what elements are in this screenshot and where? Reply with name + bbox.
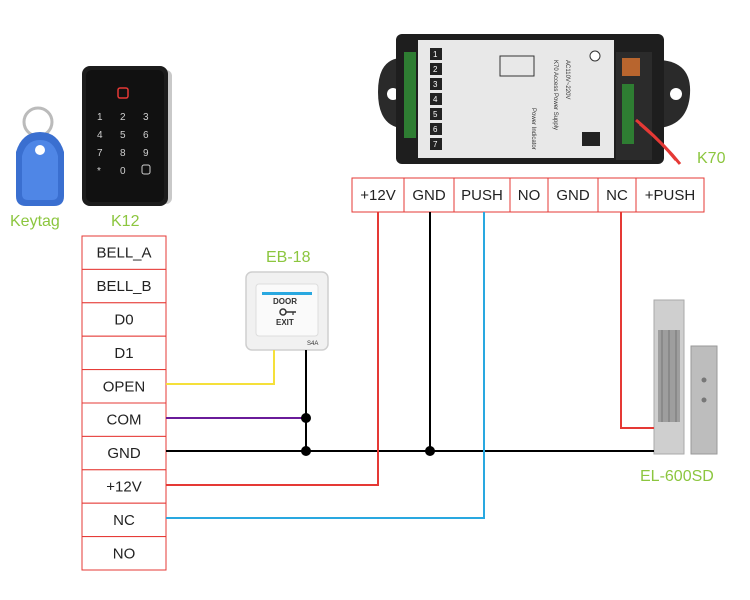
k12-terminal-cell	[81, 536, 167, 571]
k12-terminal-cell	[81, 402, 167, 437]
wire-open-yellow	[166, 350, 275, 385]
svg-text:8: 8	[120, 148, 126, 159]
wires	[166, 212, 654, 519]
svg-text:5: 5	[120, 130, 126, 141]
keytag-icon	[16, 106, 64, 206]
wire-nc-blue	[166, 212, 485, 519]
junction-dot-gnd-left	[301, 446, 311, 456]
svg-text:4: 4	[97, 130, 103, 141]
k12-terminal-cell	[81, 268, 167, 304]
k12-keypad-device: 1 2 3 4 5 6 7 8 9 * 0	[82, 66, 172, 206]
exit-button-device: DOOR EXIT S4A	[245, 271, 329, 351]
k12-terminal-label: NC	[113, 512, 135, 529]
k70-terminal-label: GND	[556, 187, 590, 204]
eb18-label: EB-18	[266, 249, 311, 266]
k12-terminal-cell	[81, 302, 167, 337]
k12-terminal-cell	[81, 235, 167, 270]
k70-terminal-label: GND	[412, 187, 446, 204]
k70-terminal-cell	[635, 177, 705, 213]
k70-terminal-cell	[509, 177, 549, 213]
k70-device-voltage: AC110V~220V	[564, 60, 570, 99]
k12-terminal-label: COM	[107, 412, 142, 429]
k70-terminal-label: NO	[518, 187, 541, 204]
exit-button-line1: DOOR	[273, 297, 297, 306]
k70-device-title: K70 Access Power Supply	[552, 60, 558, 130]
k12-terminal-cell	[81, 502, 167, 538]
svg-text:7: 7	[97, 148, 103, 159]
svg-text:2: 2	[433, 65, 438, 74]
k12-terminal-label: D1	[114, 345, 133, 362]
svg-text:1: 1	[433, 50, 438, 59]
k12-terminal-label: GND	[107, 445, 141, 462]
svg-text:9: 9	[143, 148, 149, 159]
k70-label: K70	[697, 150, 726, 167]
k70-terminal-label: PUSH	[461, 187, 503, 204]
k12-terminal-label: D0	[114, 312, 133, 329]
k12-terminal-label: NO	[113, 545, 136, 562]
k12-terminal-label: +12V	[106, 479, 141, 496]
svg-text:*: *	[97, 166, 101, 177]
el600sd-label: EL-600SD	[640, 468, 714, 485]
svg-text:0: 0	[120, 166, 126, 177]
svg-text:2: 2	[120, 112, 126, 123]
k12-terminal-label: BELL_A	[96, 245, 151, 262]
k70-terminal-label: +12V	[360, 187, 395, 204]
k70-power-supply-device: 1 2 3 4 5 6 7 K70 Access Power Supply AC…	[378, 34, 691, 165]
terminal-numbers: 1 2 3 4 5 6 7	[430, 48, 442, 150]
junction-dot-com	[301, 413, 311, 423]
k70-terminal-label: NC	[606, 187, 628, 204]
k70-device-subtitle: Power Indicator	[530, 108, 536, 150]
svg-text:1: 1	[97, 112, 103, 123]
svg-text:7: 7	[433, 140, 438, 149]
k12-terminal-cell	[81, 335, 167, 371]
svg-text:3: 3	[433, 80, 438, 89]
junction-dot-gnd-right	[425, 446, 435, 456]
svg-text:4: 4	[433, 95, 438, 104]
svg-text:6: 6	[433, 125, 438, 134]
keytag-label: Keytag	[10, 213, 60, 230]
k12-terminal-cell	[81, 369, 167, 404]
wire-12v-red	[166, 212, 379, 486]
k12-label: K12	[111, 213, 140, 230]
magnetic-lock-device	[653, 299, 718, 455]
exit-button-badge: S4A	[307, 341, 318, 347]
svg-text:6: 6	[143, 130, 149, 141]
k12-terminal-label: BELL_B	[96, 278, 151, 295]
k70-terminal-label: +PUSH	[645, 187, 695, 204]
wire-k70-nc-red	[620, 212, 654, 429]
svg-text:5: 5	[433, 110, 438, 119]
k12-terminal-cell	[81, 435, 167, 471]
svg-text:3: 3	[143, 112, 149, 123]
exit-button-line2: EXIT	[276, 318, 294, 327]
keypad-keys: 1 2 3 4 5 6 7 8 9 * 0	[97, 112, 151, 177]
k70-terminal-cell	[547, 177, 599, 213]
key-icon	[279, 308, 296, 316]
k12-terminal-label: OPEN	[103, 378, 146, 395]
k70-terminal-strip: +12V GND PUSH NO GND NC +PUSH	[351, 177, 705, 213]
